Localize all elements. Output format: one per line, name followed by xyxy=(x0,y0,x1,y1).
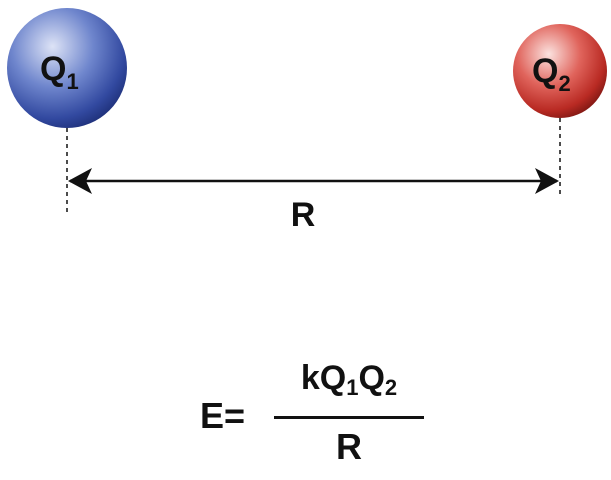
formula-constant-k: k xyxy=(300,359,320,397)
fraction-bar xyxy=(274,416,424,419)
charge-q2-subscript: 2 xyxy=(558,71,570,96)
charge-q1-symbol: Q xyxy=(40,50,66,88)
formula-fraction: kQ1Q2 R xyxy=(274,358,424,469)
formula-q1-subscript: 1 xyxy=(346,375,359,400)
formula-denominator: R xyxy=(336,426,362,467)
formula-numerator: kQ1Q2 xyxy=(274,358,424,402)
svg-text:Q1: Q1 xyxy=(40,50,79,94)
distance-label: R xyxy=(291,196,316,234)
charge-q1: Q1 xyxy=(7,8,127,128)
coulomb-formula: E= kQ1Q2 R xyxy=(200,358,460,478)
arrowhead-right xyxy=(535,168,559,194)
formula-q2-subscript: 2 xyxy=(384,375,398,400)
charge-q1-subscript: 1 xyxy=(66,69,78,94)
formula-lhs: E= xyxy=(200,395,246,436)
formula-q2-symbol: Q xyxy=(358,359,385,397)
charge-q2-sphere xyxy=(513,24,607,118)
svg-text:Q2: Q2 xyxy=(532,52,571,96)
distance-arrow xyxy=(68,168,559,194)
charge-q2-symbol: Q xyxy=(532,52,558,90)
formula-q1-symbol: Q xyxy=(319,359,347,397)
arrowhead-left xyxy=(68,168,92,194)
charge-q2: Q2 xyxy=(513,24,607,118)
charge-q1-sphere xyxy=(7,8,127,128)
